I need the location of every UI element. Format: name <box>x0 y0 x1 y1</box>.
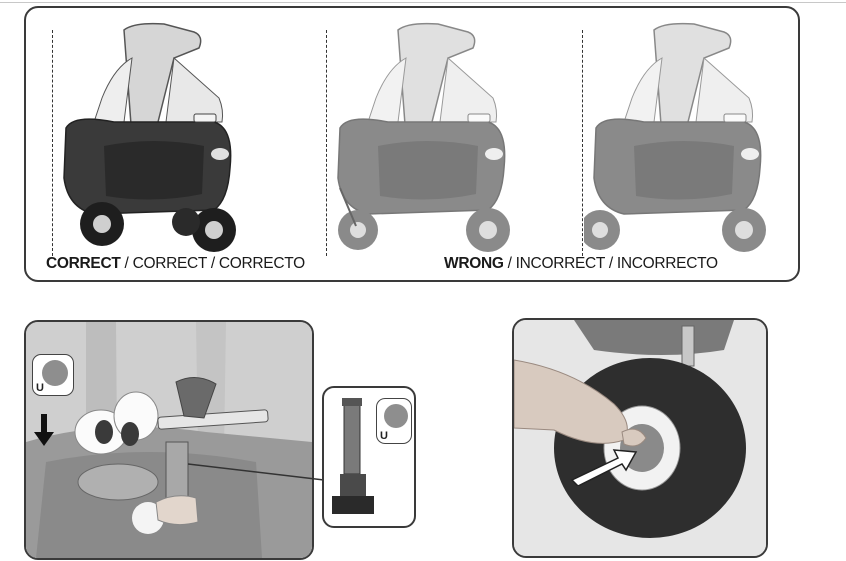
u-cap-label: U <box>36 382 44 394</box>
wheel-alignment-panel: CORRECT / CORRECT / CORRECTO WRONG / INC… <box>24 6 800 282</box>
caption-correct-rest: / CORRECT / CORRECTO <box>120 255 306 272</box>
u-cap-callout: U <box>322 386 416 528</box>
hubcap-press-illustration <box>514 320 766 556</box>
callout-u-cap-label: U <box>380 430 388 442</box>
cap-post-illustration <box>332 398 374 514</box>
caption-wrong-rest: / INCORRECT / INCORRECTO <box>503 255 718 272</box>
car-wrong-illustration-1 <box>328 18 528 254</box>
pointer-arrow-icon <box>570 449 638 486</box>
callout-connector <box>188 463 325 481</box>
caption-wrong: WRONG / INCORRECT / INCORRECTO <box>444 255 718 273</box>
caption-correct-bold: CORRECT <box>46 255 121 272</box>
page-top-rule <box>0 2 846 3</box>
reference-line-correct <box>52 30 53 256</box>
reference-line-wrong-2 <box>582 30 583 256</box>
down-arrow-icon <box>34 414 54 446</box>
reference-line-wrong-1 <box>326 30 327 256</box>
u-cap-badge: U <box>32 354 74 396</box>
caption-wrong-bold: WRONG <box>444 255 504 272</box>
hubcap-press-panel <box>512 318 768 558</box>
cap-install-panel: U <box>24 320 314 560</box>
car-correct-illustration <box>54 18 254 254</box>
caption-correct: CORRECT / CORRECT / CORRECTO <box>46 255 305 273</box>
callout-u-cap-badge: U <box>376 398 412 444</box>
car-wrong-illustration-2 <box>584 18 784 254</box>
